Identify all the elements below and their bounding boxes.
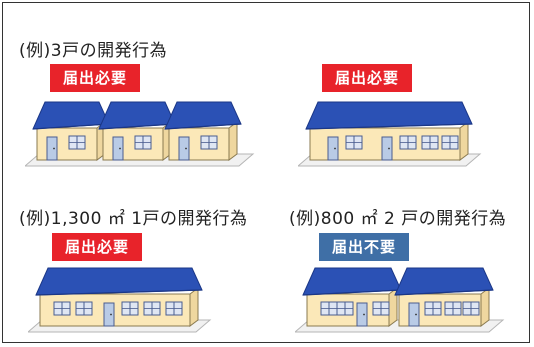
caption-example-1: (例)3戸の開発行為 bbox=[19, 41, 168, 61]
badge-required-3: 届出必要 bbox=[52, 233, 143, 261]
badge-required-1: 届出必要 bbox=[50, 64, 141, 92]
badge-required-2: 届出必要 bbox=[322, 64, 413, 92]
long-house-icon bbox=[28, 267, 212, 333]
three-houses-row-icon bbox=[25, 101, 255, 167]
caption-example-3: (例)1,300 ㎡ 1戸の開発行為 bbox=[19, 209, 248, 229]
badge-not-required: 届出不要 bbox=[319, 233, 410, 261]
caption-example-4: (例)800 ㎡ 2 戸の開発行為 bbox=[289, 209, 507, 229]
long-house-icon bbox=[298, 101, 482, 167]
two-houses-row-icon bbox=[295, 267, 505, 333]
